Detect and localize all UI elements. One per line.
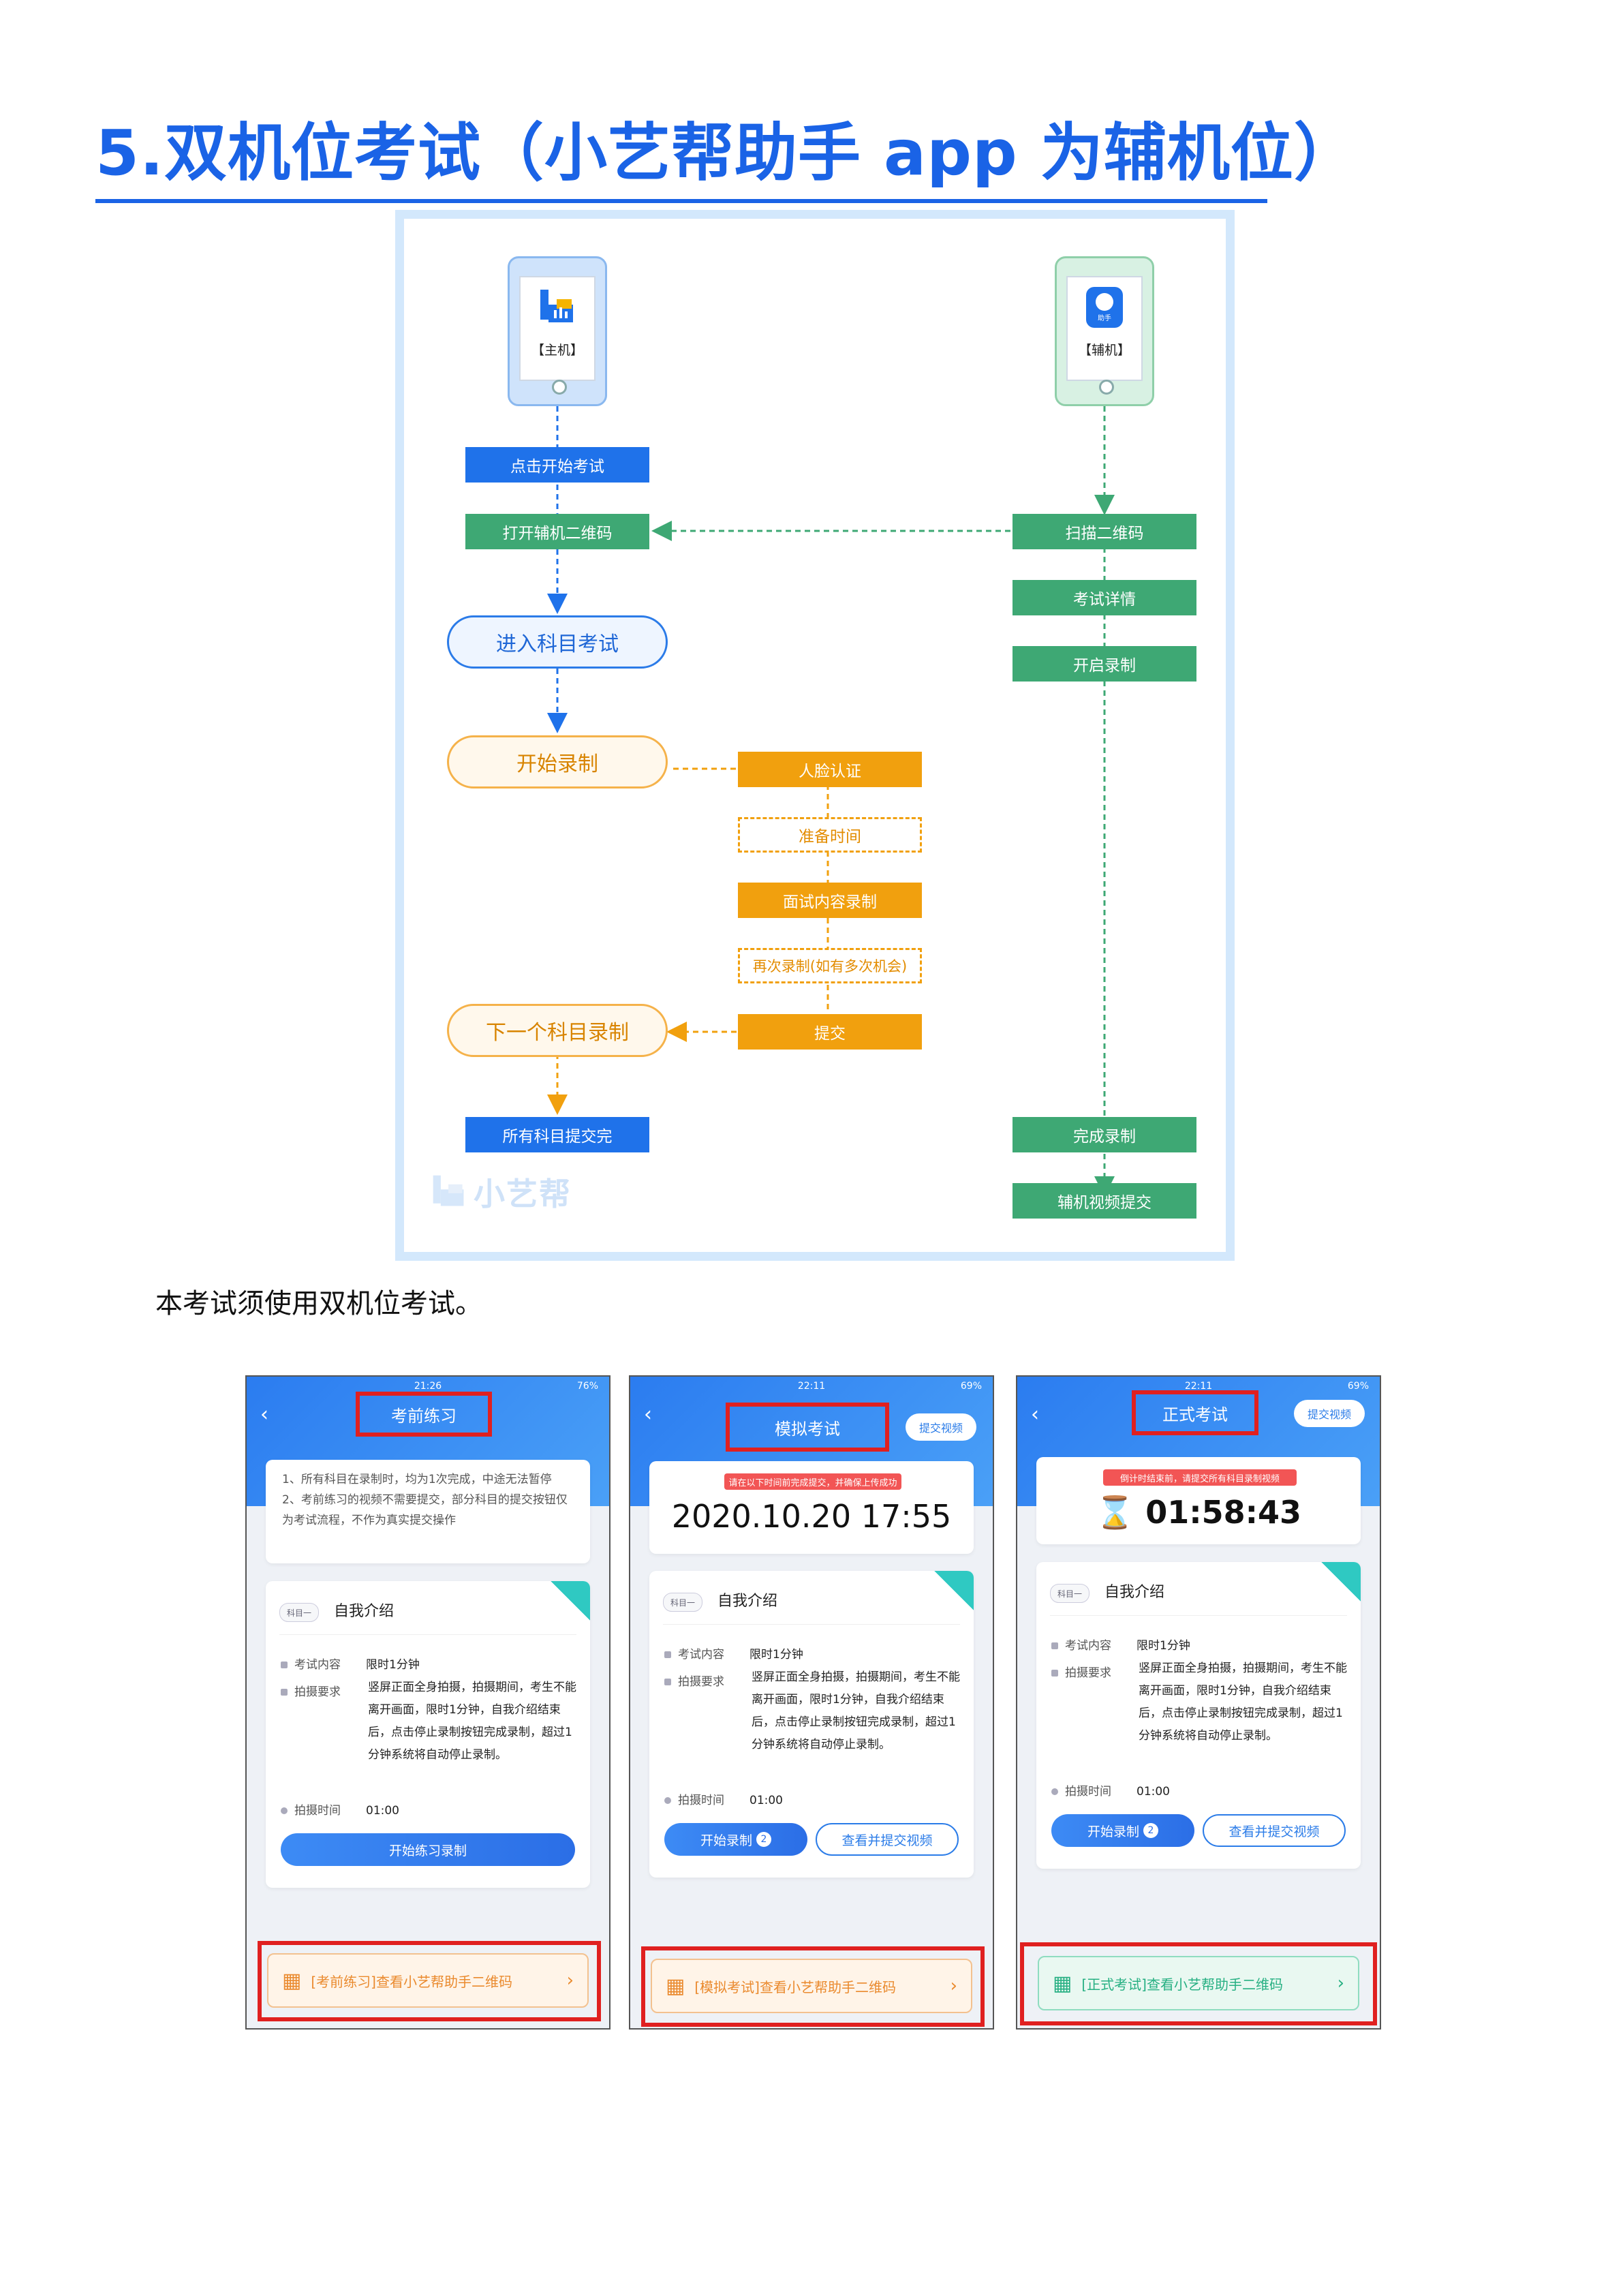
step-open-aux-qr: 打开辅机二维码: [465, 514, 649, 549]
start-practice-button[interactable]: 开始练习录制: [281, 1833, 575, 1866]
flow-connectors: [547, 406, 1115, 1197]
intro-text: 本考试须使用双机位考试。: [155, 1288, 482, 1319]
chevron-right-icon: ›: [950, 1976, 957, 1996]
step-all-submitted: 所有科目提交完: [465, 1117, 649, 1152]
step-start-recording: 开始录制: [447, 735, 668, 789]
subject-name: 自我介绍: [1104, 1584, 1165, 1601]
xiaoyibang-logo-icon: [540, 290, 573, 322]
requirement-text: 竖屏正面全身拍摄，拍摄期间，考生不能离开画面，限时1分钟，自我介绍结束后，点击停…: [752, 1670, 960, 1751]
main-phone: 【主机】: [508, 256, 607, 406]
aux-phone: 助手 【辅机】: [1055, 256, 1154, 406]
qr-link-bar[interactable]: ▦ [模拟考试]查看小艺帮助手二维码 ›: [651, 1959, 972, 2013]
view-submit-button[interactable]: 查看并提交视频: [816, 1823, 959, 1856]
nav-title: 考前练习: [391, 1406, 457, 1426]
step-enter-subject: 进入科目考试: [447, 615, 668, 669]
watermark: 小艺帮: [431, 1169, 572, 1214]
step-start-aux-recording: 开启录制: [1013, 646, 1196, 682]
back-icon[interactable]: ‹: [644, 1403, 652, 1426]
step-prepare-time: 准备时间: [738, 817, 922, 853]
step-finish-recording: 完成录制: [1013, 1117, 1196, 1152]
qr-link-bar[interactable]: ▦ [考前练习]查看小艺帮助手二维码 ›: [267, 1953, 589, 2008]
step-interview-recording: 面试内容录制: [738, 883, 922, 918]
step-rerecord: 再次录制(如有多次机会): [738, 948, 922, 983]
step-click-start-exam: 点击开始考试: [465, 447, 649, 483]
hourglass-icon: ⌛: [1095, 1494, 1135, 1531]
back-icon[interactable]: ‹: [1031, 1403, 1039, 1426]
step-face-verify: 人脸认证: [738, 752, 922, 787]
subject-tag: 科目一: [1050, 1584, 1090, 1603]
chevron-right-icon: ›: [566, 1970, 574, 1991]
deadline-card: 请在以下时间前完成提交，并确保上传成功 2020.10.20 17:55: [649, 1461, 974, 1554]
notice-card: 1、所有科目在录制时，均为1次完成，中途无法暂停 2、考前练习的视频不需要提交，…: [266, 1460, 590, 1563]
subject-card: 科目一 自我介绍 考试内容限时1分钟 拍摄要求 竖屏正面全身拍摄，拍摄期间，考生…: [266, 1581, 590, 1888]
countdown-banner: 倒计时结束前，请提交所有科目录制视频: [1103, 1469, 1297, 1486]
qr-code-icon: ▦: [282, 1968, 302, 1993]
subject-name: 自我介绍: [717, 1593, 778, 1610]
countdown-card: 倒计时结束前，请提交所有科目录制视频 ⌛ 01:58:43: [1036, 1457, 1361, 1544]
step-scan-qr: 扫描二维码: [1013, 514, 1196, 549]
qr-link-bar[interactable]: ▦ [正式考试]查看小艺帮助手二维码 ›: [1038, 1956, 1359, 2010]
submit-video-button[interactable]: 提交视频: [906, 1413, 976, 1441]
nav-title: 模拟考试: [775, 1419, 840, 1439]
subject-card: 科目一 自我介绍 考试内容限时1分钟 拍摄要求 竖屏正面全身拍摄，拍摄期间，考生…: [1036, 1562, 1361, 1869]
aux-phone-label: 【辅机】: [1078, 343, 1130, 358]
submit-video-button[interactable]: 提交视频: [1294, 1400, 1365, 1427]
step-next-subject: 下一个科目录制: [447, 1004, 668, 1057]
deadline-banner: 请在以下时间前完成提交，并确保上传成功: [724, 1473, 901, 1490]
flowchart: 【主机】 助手 【辅机】 点击开始考试 打开辅机二维码 进入科目考试 开始录制 …: [395, 210, 1235, 1261]
step-submit: 提交: [738, 1014, 922, 1050]
page-heading: 5.双机位考试（小艺帮助手 app 为辅机位）: [95, 109, 1357, 203]
step-exam-details: 考试详情: [1013, 580, 1196, 615]
subject-name: 自我介绍: [334, 1603, 395, 1620]
view-submit-button[interactable]: 查看并提交视频: [1203, 1814, 1346, 1847]
countdown: ⌛ 01:58:43: [1095, 1494, 1302, 1531]
nav-title: 正式考试: [1162, 1405, 1228, 1424]
watermark-logo-icon: [433, 1175, 464, 1206]
subject-tag: 科目一: [663, 1593, 703, 1612]
corner-badge-icon: [934, 1571, 974, 1610]
requirement-text: 竖屏正面全身拍摄，拍摄期间，考生不能离开画面，限时1分钟，自我介绍结束后，点击停…: [1139, 1662, 1347, 1743]
deadline-datetime: 2020.10.20 17:55: [671, 1498, 952, 1535]
main-phone-label: 【主机】: [531, 343, 583, 358]
chevron-right-icon: ›: [1337, 1973, 1344, 1993]
back-icon[interactable]: ‹: [260, 1403, 268, 1426]
subject-tag: 科目一: [279, 1603, 320, 1622]
subject-card: 科目一 自我介绍 考试内容限时1分钟 拍摄要求 竖屏正面全身拍摄，拍摄期间，考生…: [649, 1571, 974, 1878]
qr-code-icon: ▦: [666, 1974, 685, 1998]
corner-badge-icon: [551, 1581, 590, 1621]
assistant-logo-icon: 助手: [1086, 287, 1123, 328]
corner-badge-icon: [1321, 1562, 1361, 1602]
step-aux-video-submit: 辅机视频提交: [1013, 1183, 1196, 1219]
qr-code-icon: ▦: [1053, 1971, 1072, 1995]
requirement-text: 竖屏正面全身拍摄，拍摄期间，考生不能离开画面，限时1分钟，自我介绍结束后，点击停…: [368, 1681, 576, 1762]
